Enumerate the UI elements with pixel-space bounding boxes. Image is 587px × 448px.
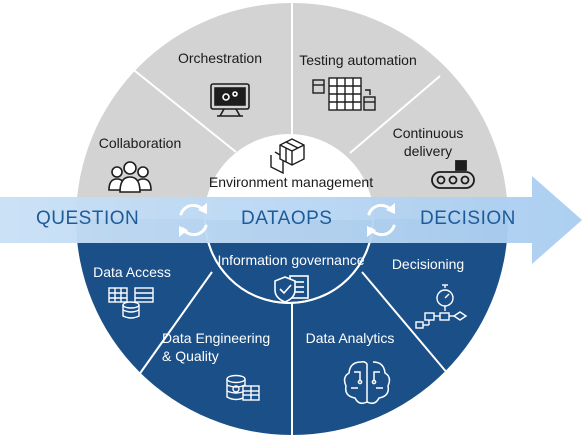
database-tables-icon bbox=[108, 287, 154, 319]
spreadsheet-icon bbox=[312, 77, 376, 111]
shield-document-icon bbox=[274, 275, 309, 303]
center-label-environment-management: Environment management bbox=[208, 174, 374, 190]
cubes-icon bbox=[270, 138, 305, 175]
segment-label-orchestration: Orchestration bbox=[177, 50, 263, 66]
database-gear-icon bbox=[226, 374, 260, 401]
band-label-decision: DECISION bbox=[420, 208, 516, 229]
monitor-gear-icon bbox=[210, 83, 250, 117]
center-label-information-governance: Information governance bbox=[217, 252, 365, 268]
segment-label-decisioning: Decisioning bbox=[391, 256, 465, 272]
refresh-cycle-icon-right bbox=[367, 203, 396, 237]
segment-label-data-access: Data Access bbox=[93, 264, 171, 280]
refresh-cycle-icon-left bbox=[179, 203, 208, 237]
top-dividers bbox=[129, 3, 441, 154]
segment-label-data-engineering-line1: Data Engineering bbox=[162, 330, 271, 346]
segment-label-collaboration: Collaboration bbox=[98, 135, 182, 151]
brain-circuit-icon bbox=[343, 361, 391, 405]
bottom-dividers bbox=[135, 271, 449, 436]
band-label-question: QUESTION bbox=[36, 208, 140, 229]
people-group-icon bbox=[108, 161, 152, 193]
segment-label-continuous-delivery-line2: delivery bbox=[403, 143, 453, 159]
conveyor-belt-icon bbox=[431, 160, 475, 189]
segment-label-testing-automation: Testing automation bbox=[299, 52, 417, 68]
segment-label-continuous-delivery-line1: Continuous bbox=[392, 125, 464, 141]
band-label-dataops: DATAOPS bbox=[241, 208, 333, 229]
segment-label-data-analytics: Data Analytics bbox=[305, 330, 395, 346]
segment-label-data-engineering-line2: & Quality bbox=[162, 348, 219, 364]
band-arrow bbox=[0, 176, 582, 264]
stopwatch-flow-icon bbox=[415, 284, 468, 329]
